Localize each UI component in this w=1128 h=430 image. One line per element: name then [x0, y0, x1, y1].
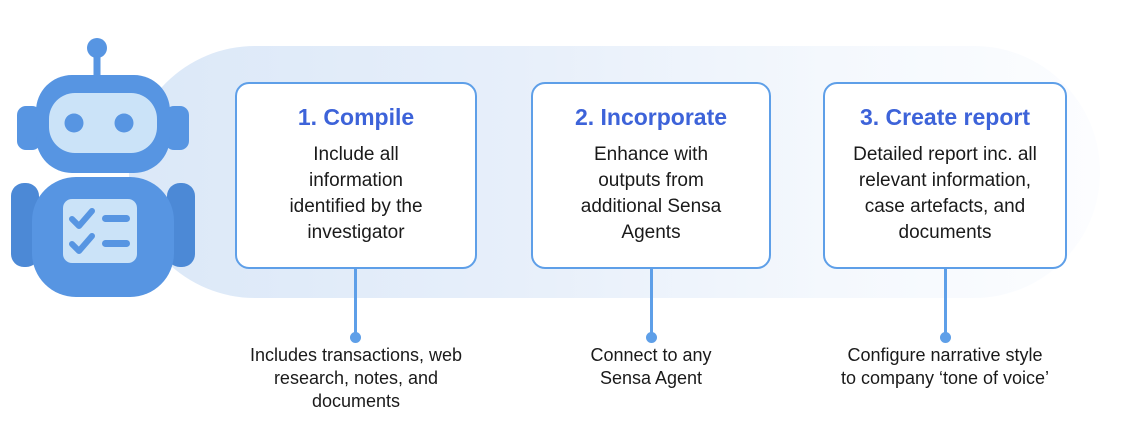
robot-checklist-panel — [63, 199, 137, 263]
step-title: 1. Compile — [297, 104, 415, 130]
checklist-line — [102, 240, 130, 247]
robot-ear-left — [17, 106, 41, 150]
step-caption: Configure narrative style to company ‘to… — [840, 345, 1050, 388]
step-caption: Connect to any Sensa Agent — [590, 345, 712, 388]
robot-antenna-knob — [87, 38, 107, 58]
connector-dot — [940, 332, 951, 343]
step-caption: Includes transactions, web research, not… — [249, 345, 463, 411]
robot-eye-right — [114, 113, 134, 133]
connector-dot — [350, 332, 361, 343]
robot-face — [49, 93, 157, 153]
robot-checklist-icon — [11, 38, 195, 297]
robot-ear-right — [165, 106, 189, 150]
step-card-compile: 1. Compile Include all information ident… — [235, 82, 477, 269]
step-card-incorporate: 2. Incorporate Enhance with outputs from… — [531, 82, 771, 269]
robot-antenna-stalk — [93, 53, 101, 83]
step-description: Enhance with outputs from additional Sen… — [580, 144, 722, 243]
robot-eye-left — [64, 113, 84, 133]
step-title: 2. Incorporate — [574, 104, 728, 130]
checkmark-icon — [69, 233, 95, 254]
checklist-line — [102, 215, 130, 222]
connector-line — [944, 269, 947, 337]
step-description: Detailed report inc. all relevant inform… — [853, 144, 1037, 243]
connector-dot — [646, 332, 657, 343]
connector-line — [354, 269, 357, 337]
step-description: Include all information identified by th… — [289, 144, 423, 243]
step-card-create-report: 3. Create report Detailed report inc. al… — [823, 82, 1067, 269]
checkmark-icon — [69, 208, 95, 229]
connector-line — [650, 269, 653, 337]
step-title: 3. Create report — [859, 104, 1030, 130]
